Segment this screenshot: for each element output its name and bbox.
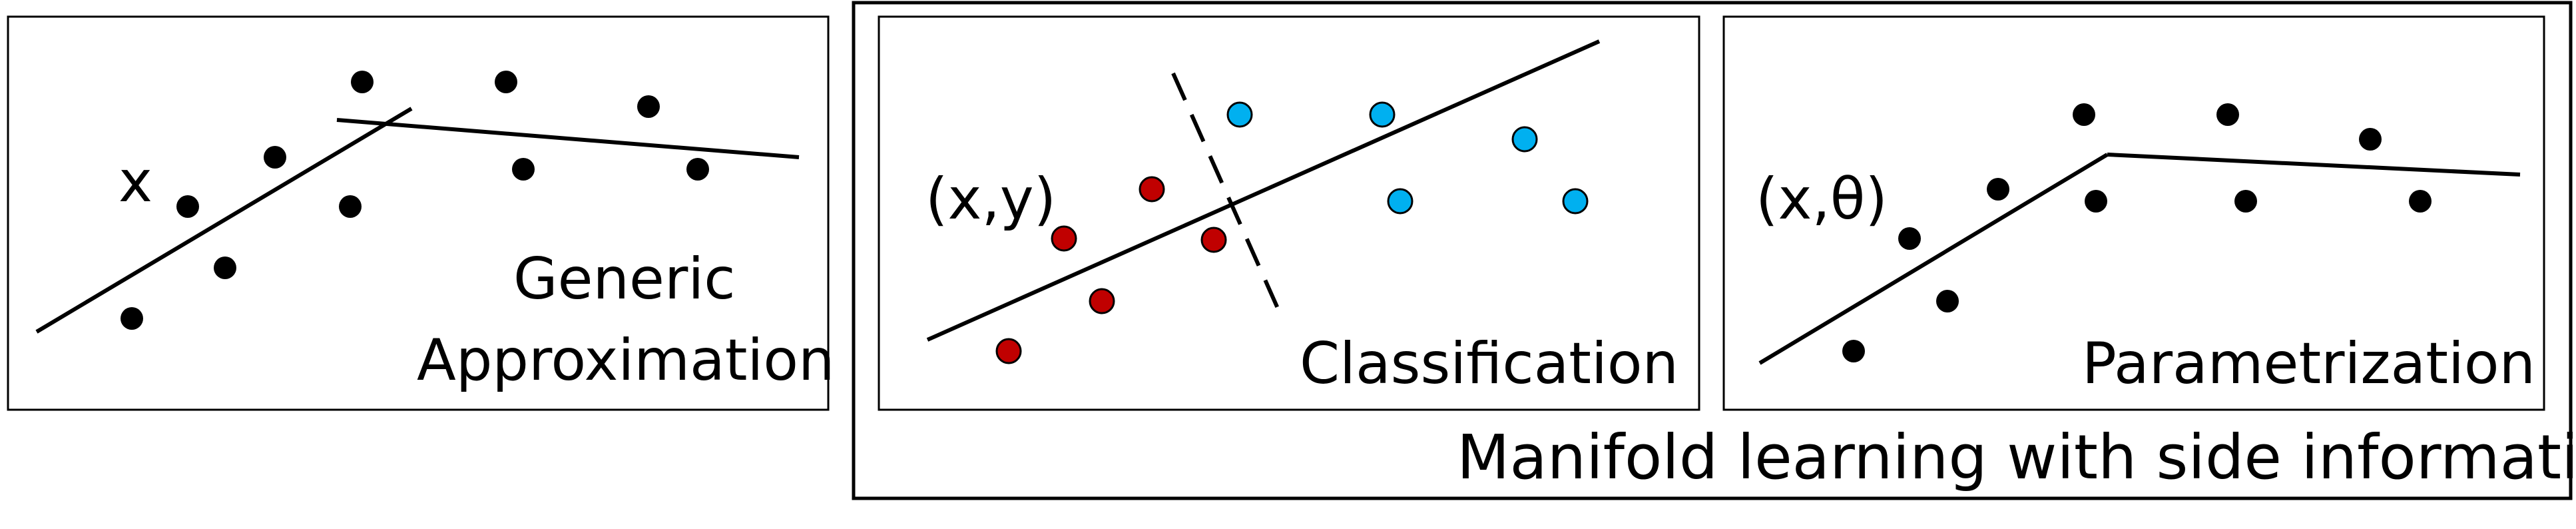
sample-point: [495, 71, 517, 93]
input-label-xy: (x,y): [925, 166, 1056, 233]
panel-classification-frame: [878, 15, 1700, 411]
sample-point: [1936, 290, 1959, 312]
piecewise-fit-segment-right: [336, 118, 800, 159]
panel-title-generic-line1: Generic: [513, 246, 736, 312]
sample-point: [351, 71, 374, 93]
class-a-points: [995, 176, 1227, 364]
sample-point: [637, 95, 660, 118]
panel-parametrization-frame: [1722, 15, 2545, 411]
sample-point: [686, 158, 709, 181]
input-label-x-theta: (x,θ): [1756, 166, 1888, 233]
sample-points-generic: [121, 71, 709, 330]
class-a-point: [1051, 225, 1077, 252]
class-b-points: [1226, 101, 1589, 215]
class-b-point: [1562, 188, 1589, 215]
sample-point: [2216, 103, 2239, 126]
class-a-point: [1089, 288, 1115, 314]
sample-point: [2085, 190, 2107, 213]
panel-generic-frame: [7, 15, 830, 411]
sample-point: [176, 195, 199, 218]
panel-generic-approximation: x Generic Approximation: [7, 15, 834, 411]
sample-point: [2409, 190, 2432, 213]
panel-parametrization: (x,θ) Parametrization: [1722, 15, 2545, 411]
sample-point: [264, 146, 286, 169]
sample-point: [2073, 103, 2095, 126]
class-b-point: [1226, 101, 1253, 128]
panel-classification: (x,y) Classification: [878, 15, 1700, 411]
decision-boundary: [1171, 72, 1284, 318]
panel-title-generic-line2: Approximation: [417, 327, 834, 394]
sample-point: [512, 158, 535, 181]
class-b-point: [1511, 126, 1538, 153]
class-b-point: [1369, 101, 1396, 128]
group-title: Manifold learning with side information: [1457, 422, 2576, 493]
sample-points-parametrization: [1842, 103, 2432, 362]
piecewise-fit-segment-left: [35, 107, 413, 334]
sample-point: [1898, 227, 1921, 250]
sample-point: [2359, 128, 2382, 151]
input-label-x: x: [119, 149, 152, 215]
group-frame: [852, 1, 2573, 500]
sample-point: [214, 257, 236, 279]
class-b-point: [1387, 188, 1414, 215]
class-a-point: [995, 338, 1022, 364]
class-a-point: [1139, 176, 1165, 203]
manifold-fit-line: [926, 39, 1601, 342]
sample-point: [2234, 190, 2257, 213]
piecewise-fit-segment-right: [2107, 153, 2521, 177]
sample-point: [1987, 178, 2009, 201]
class-a-point: [1200, 227, 1227, 253]
sample-point: [1842, 340, 1865, 362]
sample-point: [121, 307, 143, 330]
panel-title-classification: Classification: [1300, 330, 1678, 397]
group-manifold-side-information: Manifold learning with side information: [852, 1, 2576, 500]
sample-point: [339, 195, 362, 218]
panel-title-parametrization: Parametrization: [2082, 330, 2535, 397]
piecewise-fit-segment-left: [1758, 153, 2109, 365]
